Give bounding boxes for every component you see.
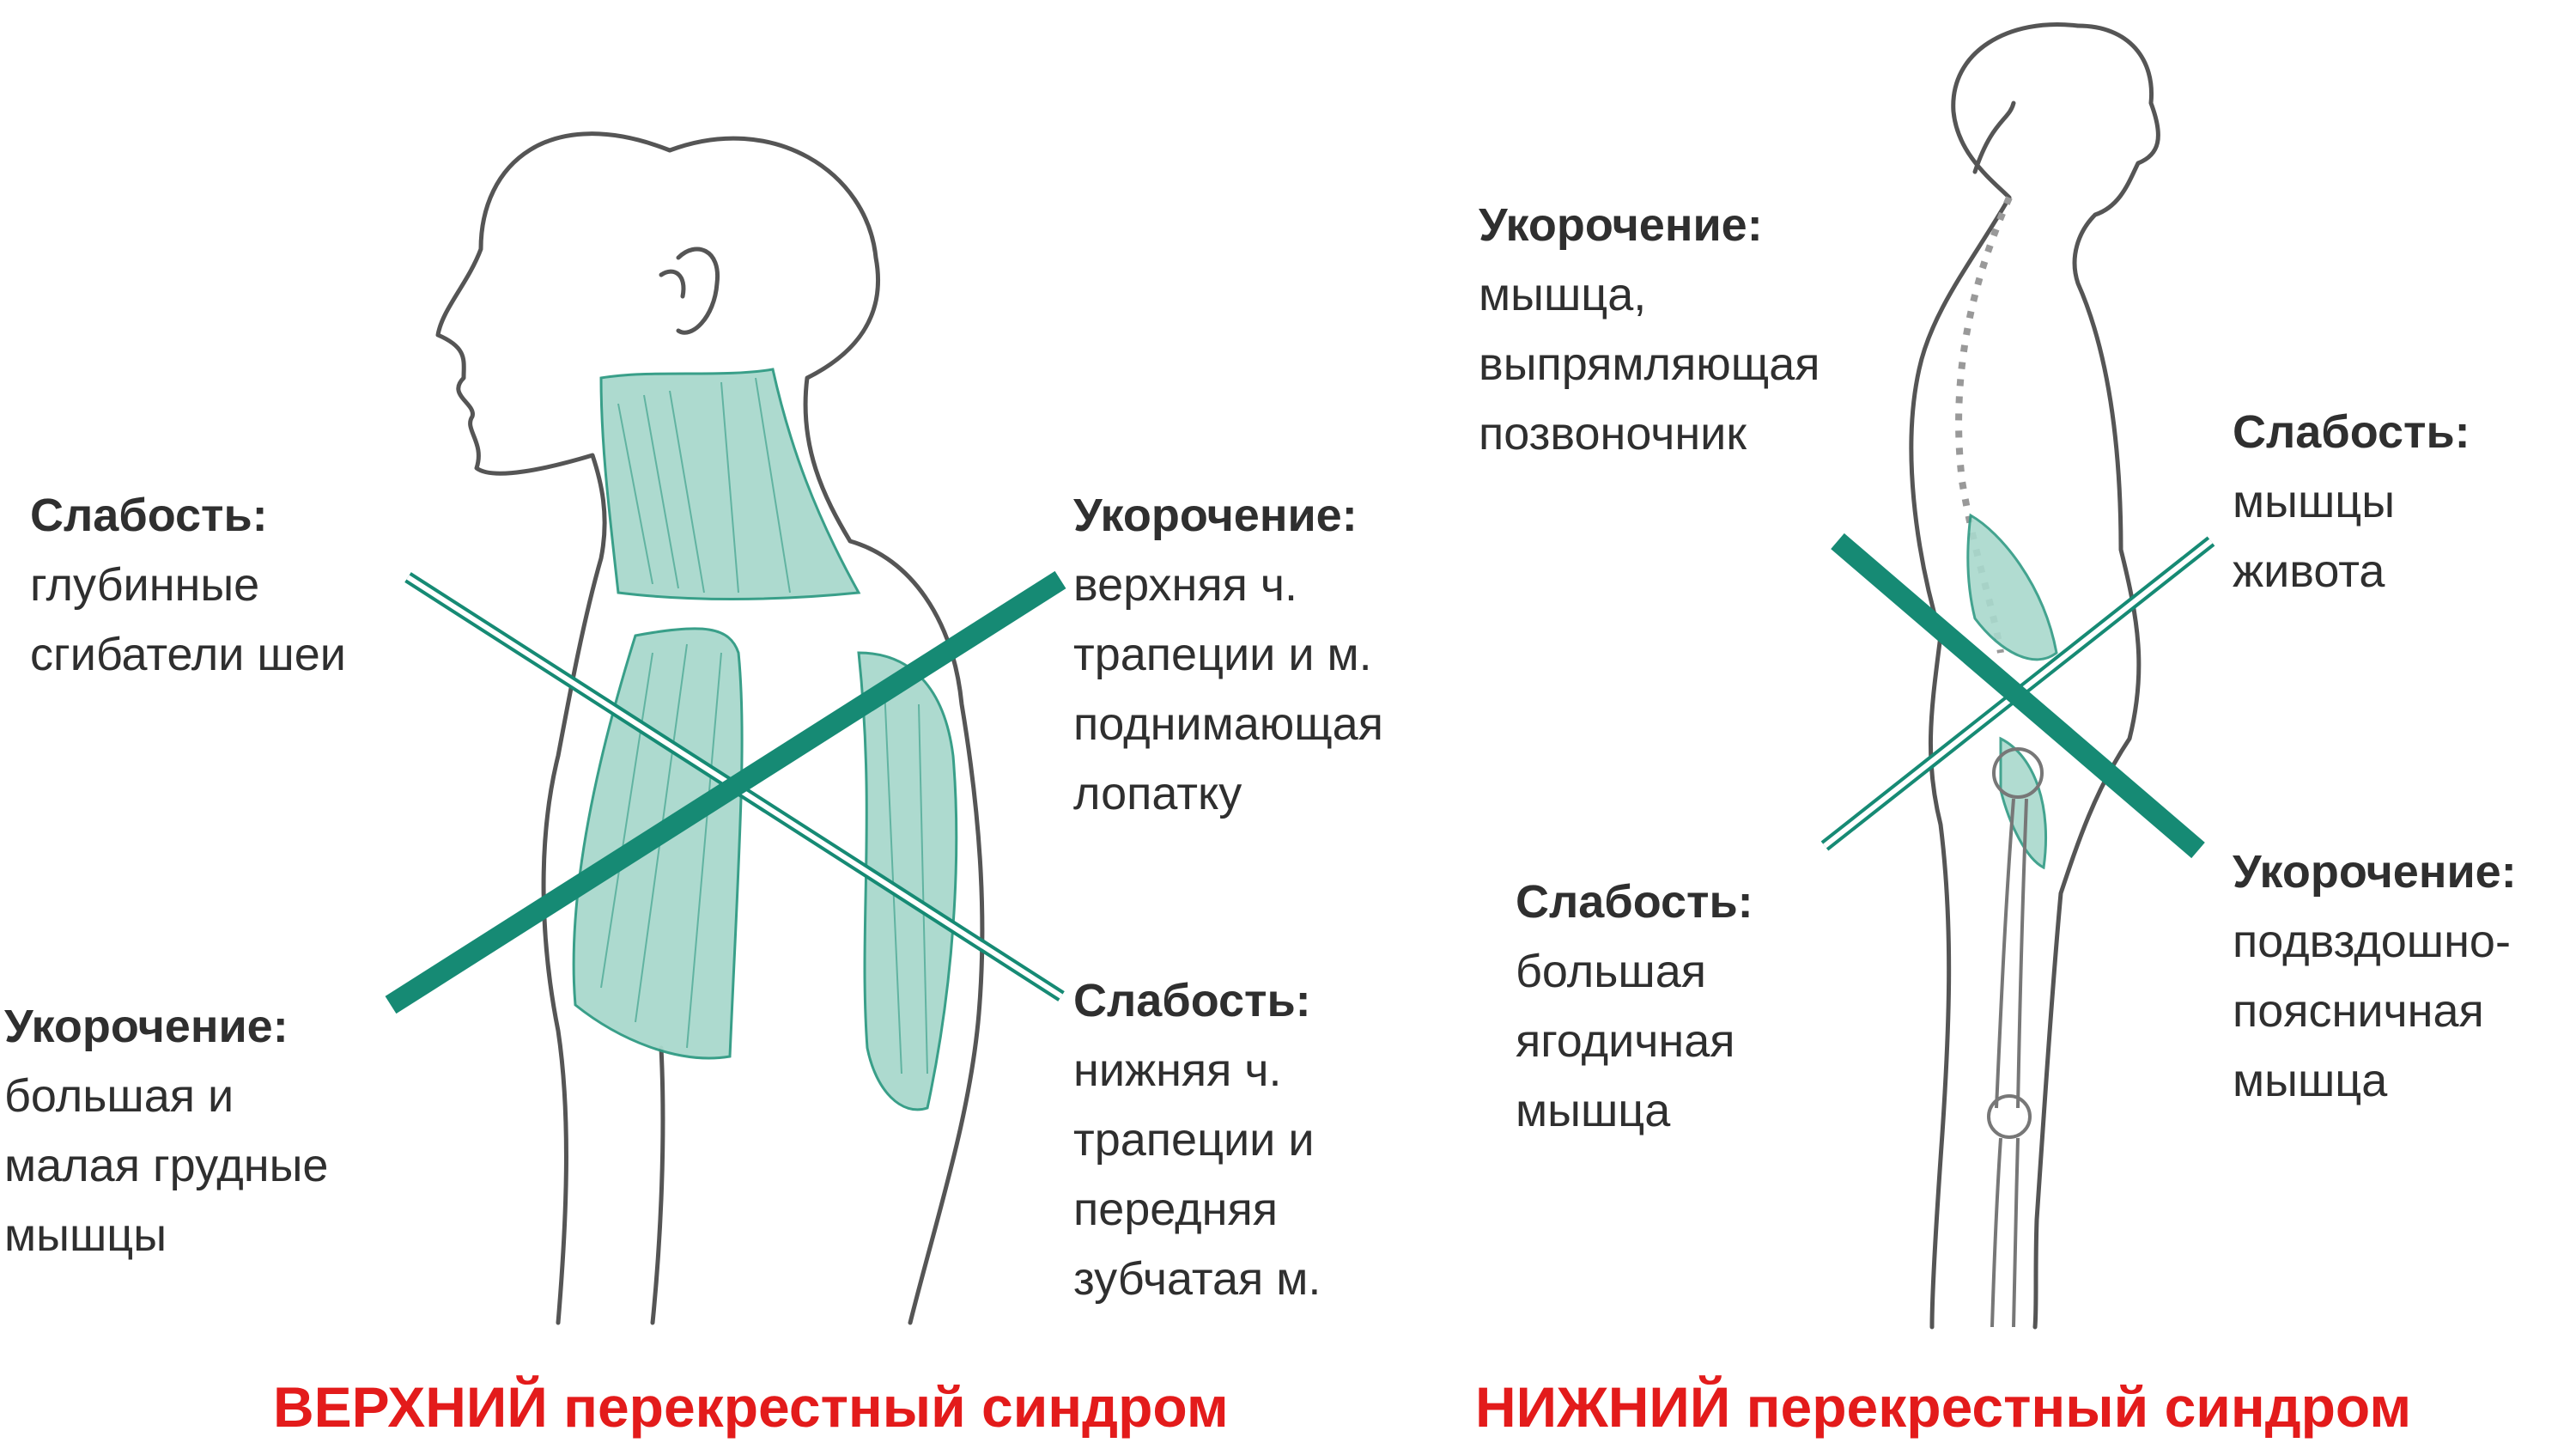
label-upper-short-trapezius: Укорочение: верхняя ч. трапеции и м. под… [1073,481,1383,829]
lower-cross [1820,533,2215,859]
label-heading: Укорочение: [4,1001,289,1052]
label-line: нижняя ч. [1073,1044,1282,1096]
upper-muscle-striations [600,377,928,1075]
label-line: мышца [1516,1085,1671,1136]
label-heading: Слабость: [1073,975,1311,1026]
lower-body-figure [1909,22,2160,1330]
label-line: позвоночник [1479,408,1747,460]
caption-upper-crossed-syndrome: ВЕРХНИЙ перекрестный синдром [273,1375,1229,1439]
label-line: поясничная [2233,985,2484,1037]
label-line: малая грудные [4,1140,329,1191]
label-upper-weak-neck-flexors: Слабость: глубинные сгибатели шеи [30,481,346,690]
knee-joint [1987,1094,2032,1139]
label-line: большая и [4,1070,234,1122]
label-line: сгибатели шеи [30,629,346,680]
upper-cross [385,570,1066,1014]
label-upper-weak-serratus: Слабость: нижняя ч. трапеции и передняя … [1073,966,1321,1314]
iliopsoas-muscle [1999,736,2047,870]
label-line: мышцы [4,1209,167,1261]
upper-tight-line [385,570,1066,1014]
label-heading: Слабость: [1516,876,1753,928]
label-heading: Укорочение: [2233,846,2517,898]
label-line: мышца [2233,1055,2388,1106]
lower-muscles [1966,513,2058,870]
label-line: глубинные [30,559,260,611]
shoulder-muscles [857,651,958,1111]
label-line: мышцы [2233,476,2395,527]
spine [1955,196,2013,654]
label-line: ягодичная [1516,1015,1735,1067]
label-line: мышца, [1479,269,1647,320]
label-line: лопатку [1073,768,1242,819]
label-line: большая [1516,946,1707,997]
label-line: верхняя ч. [1073,559,1297,611]
label-lower-weak-abdominals: Слабость: мышцы живота [2233,398,2470,606]
label-heading: Слабость: [30,490,268,541]
label-heading: Укорочение: [1479,199,1763,251]
lower-tight-line [1831,533,2205,859]
label-line: передняя [1073,1184,1278,1235]
label-line: выпрямляющая [1479,338,1820,390]
label-line: поднимающая [1073,698,1383,750]
label-lower-short-erector: Укорочение: мышца, выпрямляющая позвоноч… [1479,191,1820,469]
label-line: трапеции и м. [1073,629,1372,680]
label-lower-short-iliopsoas: Укорочение: подвздошно- поясничная мышца [2233,837,2517,1116]
label-line: живота [2233,545,2385,597]
label-upper-short-pectorals: Укорочение: большая и малая грудные мышц… [4,992,328,1270]
hip-joint [1992,747,2044,799]
label-heading: Слабость: [2233,406,2470,458]
label-heading: Укорочение: [1073,490,1358,541]
lumbar-muscle [1966,513,2058,661]
label-lower-weak-gluteus: Слабость: большая ягодичная мышца [1516,868,1753,1146]
label-line: трапеции и [1073,1114,1315,1166]
label-line: зубчатая м. [1073,1253,1321,1305]
label-line: подвздошно- [2233,916,2511,967]
upper-body-figure [435,131,985,1325]
caption-lower-crossed-syndrome: НИЖНИЙ перекрестный синдром [1475,1375,2412,1439]
lower-bones [1987,747,2044,1328]
